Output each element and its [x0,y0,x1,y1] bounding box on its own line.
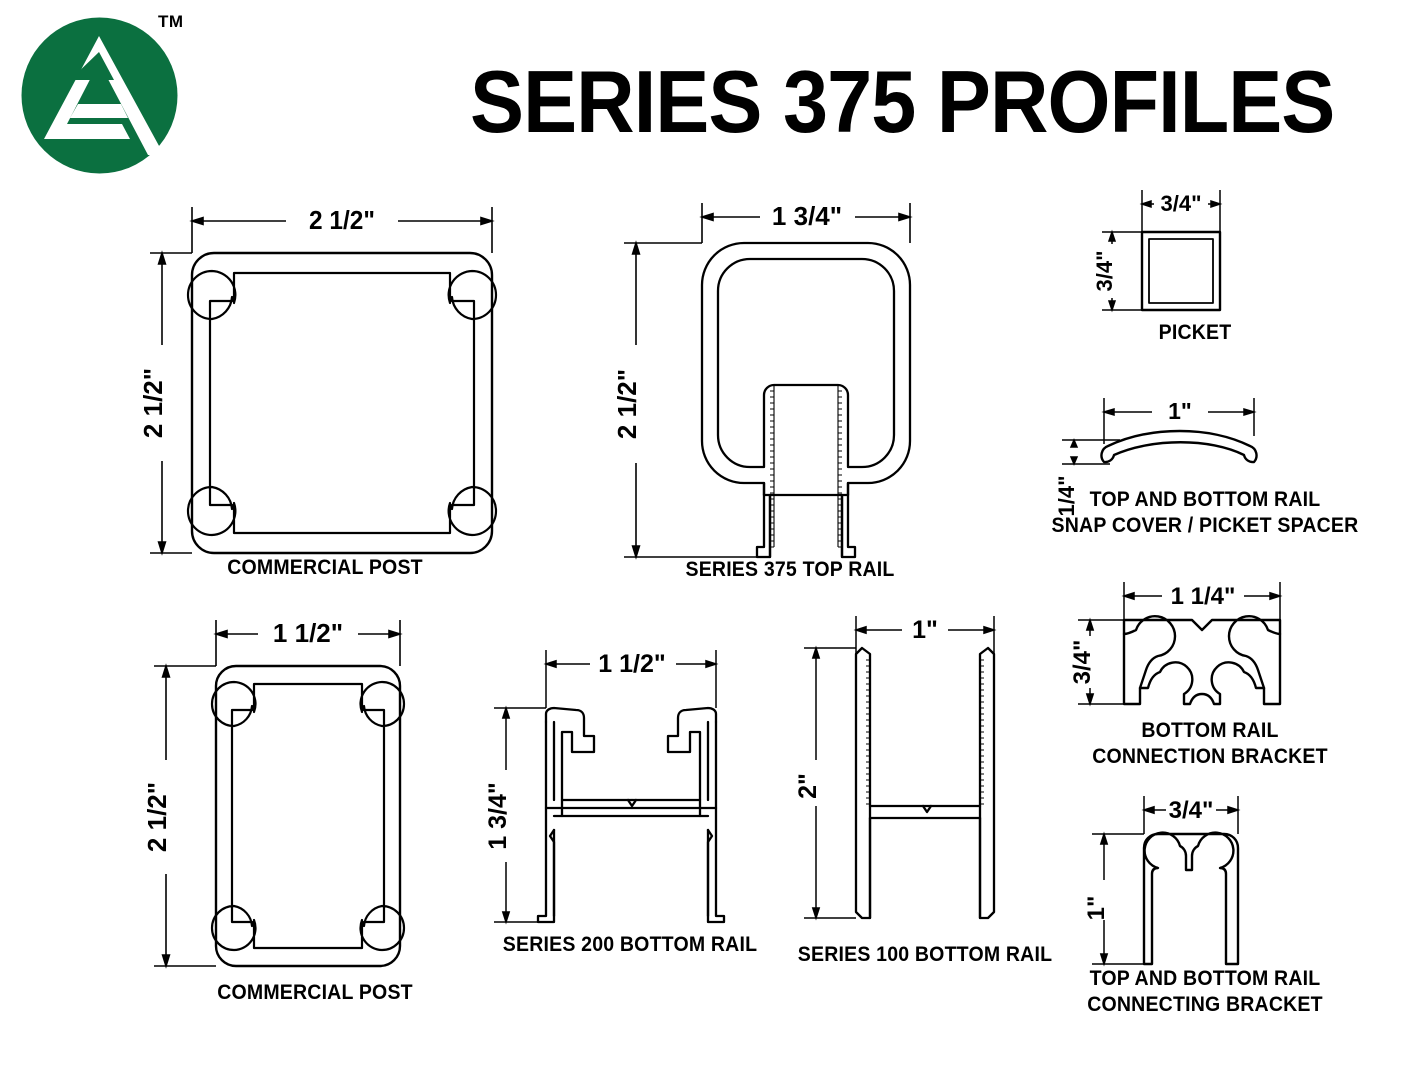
page-title: SERIES 375 PROFILES [470,52,1335,151]
caption-commercial-post-rect: COMMERCIAL POST [217,981,413,1004]
figure-commercial-post-rect: 1 1/2" 2 1/2" [140,608,470,1008]
caption-picket: PICKET [1158,321,1232,344]
caption-snap-cover-picket-spacer: TOP AND BOTTOM RAIL SNAP COVER / PICKET … [1051,488,1359,537]
trademark-symbol: TM [158,12,184,31]
svg-text:3/4": 3/4" [1169,797,1214,824]
svg-text:1 1/4": 1 1/4" [1171,583,1236,610]
figure-bottom-rail-connection-bracket: 1 1/4" 3/4" [1069,578,1360,738]
svg-text:1 1/2": 1 1/2" [598,650,665,678]
svg-text:3/4": 3/4" [1069,640,1096,685]
svg-text:1": 1" [1083,896,1110,921]
company-monogram-logo [18,14,181,177]
svg-text:1 1/2": 1 1/2" [273,618,343,648]
caption-series-100-bottom-rail: SERIES 100 BOTTOM RAIL [797,943,1053,966]
caption-series-375-top-rail: SERIES 375 TOP RAIL [685,558,895,581]
figure-series-200-bottom-rail: 1 1/2" 1 3/4" [480,630,780,940]
svg-text:2 1/2": 2 1/2" [309,206,375,235]
svg-text:1": 1" [1168,398,1192,424]
figure-series-100-bottom-rail: 1" 2" [790,608,1070,948]
caption-series-200-bottom-rail: SERIES 200 BOTTOM RAIL [502,933,758,956]
svg-text:2 1/2": 2 1/2" [142,782,172,852]
svg-text:1 3/4": 1 3/4" [772,201,842,231]
svg-text:1/4": 1/4" [1054,475,1079,516]
figure-snap-cover-picket-spacer: 1" 1/4" [1054,378,1330,517]
svg-text:2 1/2": 2 1/2" [138,368,168,438]
caption-commercial-post-square: COMMERCIAL POST [227,556,423,579]
svg-text:3/4": 3/4" [1160,191,1201,216]
caption-bottom-rail-connection-bracket: BOTTOM RAIL CONNECTION BRACKET [1092,719,1328,768]
caption-top-bottom-rail-connecting-bracket: TOP AND BOTTOM RAIL CONNECTING BRACKET [1087,967,1323,1016]
figure-picket: 3/4" 3/4" [1080,178,1310,338]
figure-series-375-top-rail: 1 3/4" 2 1/2" [610,195,970,565]
figure-top-bottom-rail-connecting-bracket: 3/4" 1" [1070,790,1360,990]
svg-text:2": 2" [794,773,822,799]
svg-text:1": 1" [912,616,938,644]
svg-text:3/4": 3/4" [1092,250,1117,291]
svg-text:2 1/2": 2 1/2" [612,369,642,439]
figure-commercial-post-square: 2 1/2" 2 1/2" [138,195,510,565]
svg-text:1 3/4": 1 3/4" [484,782,512,849]
